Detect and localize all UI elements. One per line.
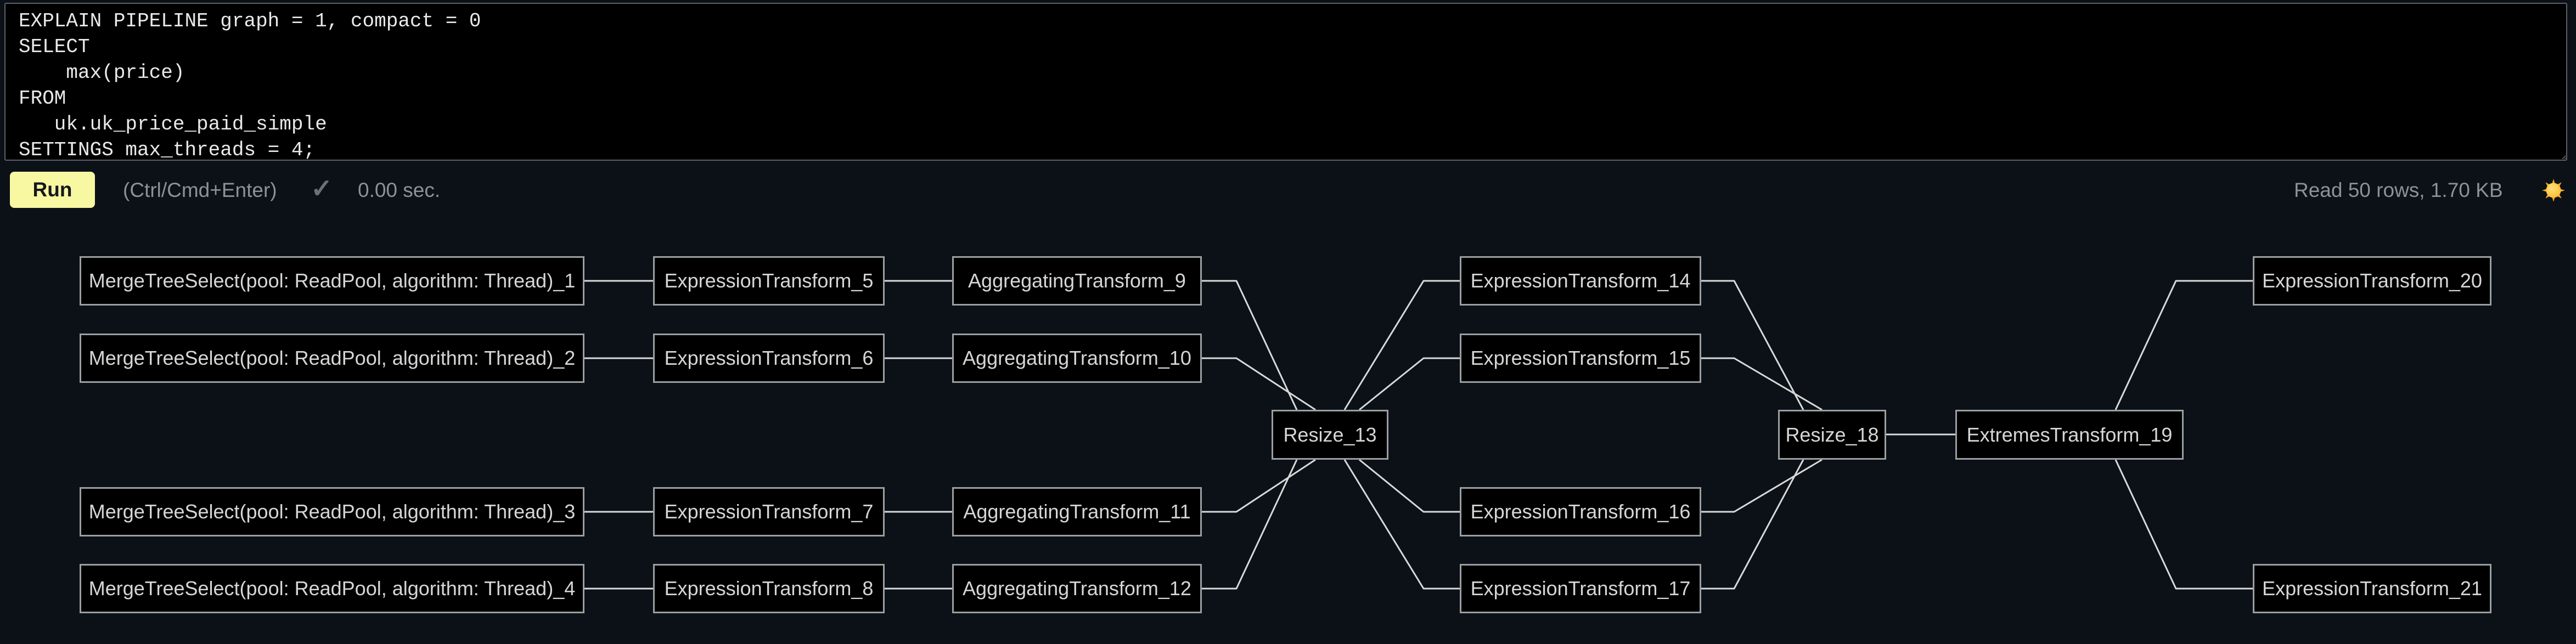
edge-et16-r18: [1701, 459, 1823, 513]
pipeline-node-expressiontransform-7: ExpressionTransform_7: [653, 487, 885, 536]
pipeline-node-aggregatingtransform-11: AggregatingTransform_11: [952, 487, 1202, 536]
edge-at10-r13: [1202, 357, 1316, 411]
pipeline-node-expressiontransform-14: ExpressionTransform_14: [1460, 256, 1701, 306]
pipeline-node-expressiontransform-17: ExpressionTransform_17: [1460, 564, 1701, 613]
pipeline-node-expressiontransform-15: ExpressionTransform_15: [1460, 334, 1701, 383]
pipeline-node-aggregatingtransform-12: AggregatingTransform_12: [952, 564, 1202, 613]
edge-at9-r13: [1202, 280, 1298, 410]
pipeline-node-resize-18: Resize_18: [1778, 410, 1886, 460]
check-icon: ✓: [311, 174, 333, 204]
run-button[interactable]: Run: [10, 172, 95, 208]
edge-et14-r18: [1701, 280, 1804, 410]
pipeline-node-resize-13: Resize_13: [1272, 410, 1388, 460]
pipeline-node-aggregatingtransform-10: AggregatingTransform_10: [952, 334, 1202, 383]
edge-at12-r13: [1202, 459, 1298, 590]
pipeline-node-mergetreeselect-3: MergeTreeSelect(pool: ReadPool, algorith…: [80, 487, 584, 536]
sun-core: [2546, 183, 2561, 198]
pipeline-node-mergetreeselect-2: MergeTreeSelect(pool: ReadPool, algorith…: [80, 334, 584, 383]
pipeline-node-extremestransform-19: ExtremesTransform_19: [1955, 410, 2184, 460]
pipeline-node-expressiontransform-16: ExpressionTransform_16: [1460, 487, 1701, 536]
sun-icon[interactable]: [2540, 177, 2567, 204]
pipeline-node-mergetreeselect-4: MergeTreeSelect(pool: ReadPool, algorith…: [80, 564, 584, 613]
edge-r13-et15: [1359, 357, 1460, 411]
pipeline-node-expressiontransform-6: ExpressionTransform_6: [653, 334, 885, 383]
sql-editor[interactable]: EXPLAIN PIPELINE graph = 1, compact = 0 …: [4, 3, 2567, 161]
pipeline-node-aggregatingtransform-9: AggregatingTransform_9: [952, 256, 1202, 306]
pipeline-node-expressiontransform-20: ExpressionTransform_20: [2253, 256, 2491, 306]
pipeline-node-mergetreeselect-1: MergeTreeSelect(pool: ReadPool, algorith…: [80, 256, 584, 306]
edge-et17-r18: [1701, 459, 1804, 590]
edge-et19-et21: [2114, 459, 2253, 590]
edge-et19-et20: [2114, 280, 2253, 410]
edge-et15-r18: [1701, 357, 1823, 411]
read-stats: Read 50 rows, 1.70 KB: [2294, 179, 2503, 201]
pipeline-node-expressiontransform-8: ExpressionTransform_8: [653, 564, 885, 613]
edge-r13-et14: [1343, 280, 1460, 410]
pipeline-node-expressiontransform-21: ExpressionTransform_21: [2253, 564, 2491, 613]
edge-r13-et17: [1343, 459, 1460, 590]
edge-at11-r13: [1202, 459, 1316, 513]
elapsed-time: 0.00 sec.: [358, 179, 441, 201]
shortcut-hint: (Ctrl/Cmd+Enter): [123, 179, 277, 201]
pipeline-node-expressiontransform-5: ExpressionTransform_5: [653, 256, 885, 306]
edge-r13-et16: [1359, 459, 1460, 513]
